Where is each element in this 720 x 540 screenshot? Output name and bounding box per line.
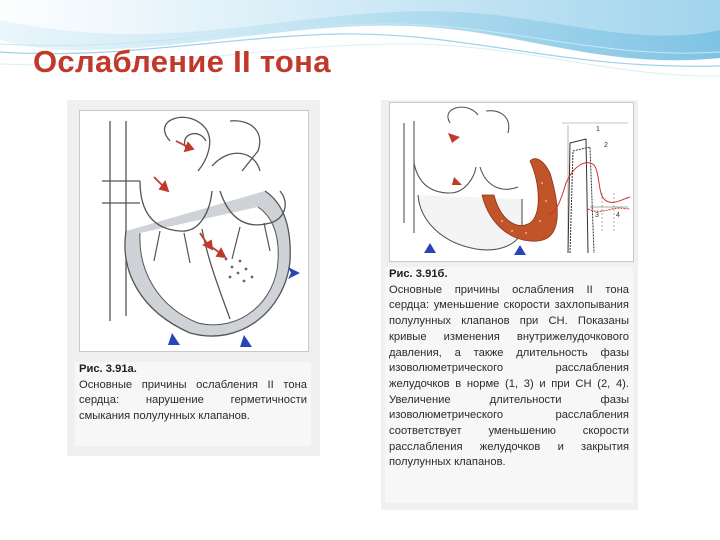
- curve-label-2: 2: [604, 142, 608, 149]
- figure-a-panel: Рис. 3.91а. Основные причины ослабления …: [67, 100, 320, 456]
- figure-b-caption-text: Основные причины ослабления II тона серд…: [389, 283, 629, 471]
- figure-a-caption-text: Основные причины ослабления II тона серд…: [79, 378, 307, 425]
- figure-a-heart-diagram: [79, 110, 309, 352]
- slide-title: Ослабление II тона: [33, 44, 331, 80]
- figure-a-caption: Рис. 3.91а. Основные причины ослабления …: [75, 362, 311, 446]
- curve-label-3: 3: [595, 212, 599, 219]
- curve-label-1: 1: [596, 126, 600, 133]
- figure-b-panel: 1 2 3 4 Рис. 3.91б. Основные причины осл…: [381, 100, 638, 510]
- figure-b-label: Рис. 3.91б.: [389, 267, 629, 283]
- figure-a-label: Рис. 3.91а.: [79, 362, 307, 378]
- figure-b-caption: Рис. 3.91б. Основные причины ослабления …: [385, 267, 633, 503]
- figure-b-heart-diagram: 1 2 3 4: [389, 102, 634, 262]
- curve-label-4: 4: [616, 212, 620, 219]
